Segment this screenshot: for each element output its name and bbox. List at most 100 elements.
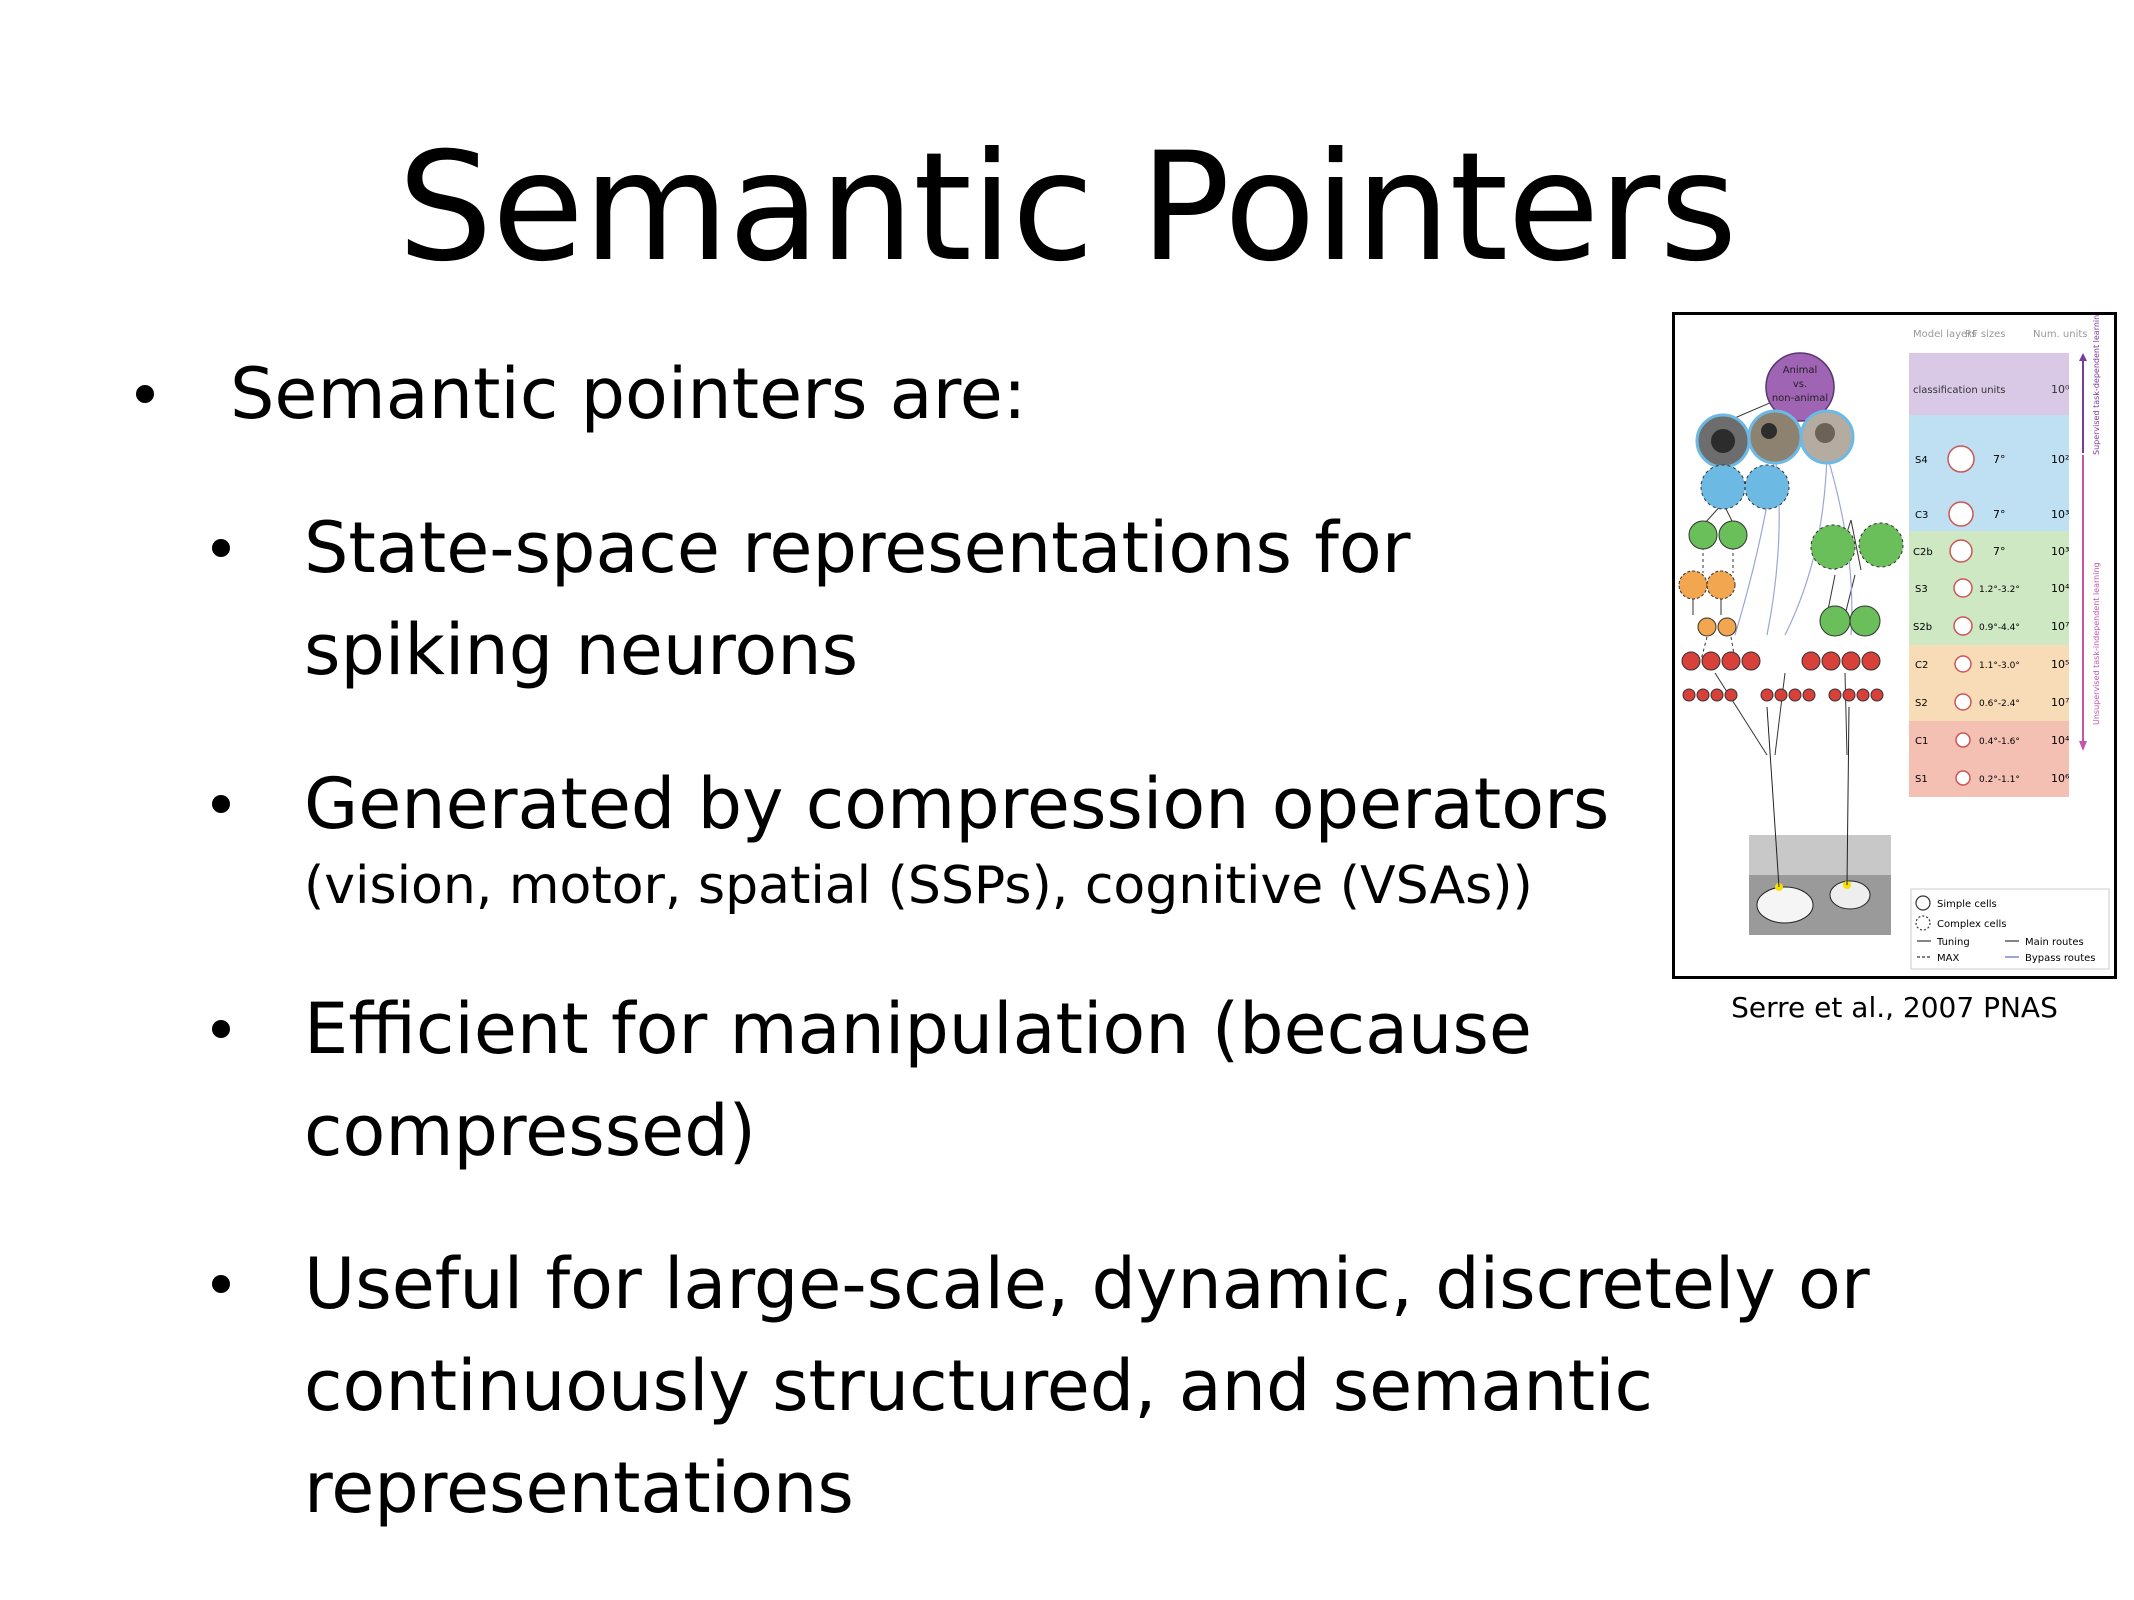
row-s1-num: 10⁶ bbox=[2051, 772, 2070, 785]
row-s1-label: S1 bbox=[1915, 774, 1928, 785]
row-c2b-label: C2b bbox=[1913, 547, 1933, 558]
input-photo-cow bbox=[1756, 886, 1814, 924]
bullet-dot-icon bbox=[212, 539, 230, 557]
unsupervised-label: Unsupervised task-independent learning bbox=[2092, 562, 2101, 725]
row-s2b-rf: 0.9°-4.4° bbox=[1979, 623, 2020, 633]
bullet-dot-icon bbox=[136, 385, 154, 403]
rf-icon bbox=[1947, 445, 1975, 473]
row-s1-rf: 0.2°-1.1° bbox=[1979, 775, 2020, 785]
row-s2-rf: 0.6°-2.4° bbox=[1979, 699, 2020, 709]
row-c2b-rf: 7° bbox=[1993, 545, 2006, 558]
row-c2-bg bbox=[1909, 645, 2069, 683]
unsupervised-arrow-head bbox=[2079, 741, 2087, 751]
s2-node bbox=[1697, 617, 1717, 637]
edge bbox=[1846, 706, 1850, 886]
point-2-line-1: Generated by compression operators bbox=[304, 763, 1610, 845]
point-3-line-1: Efficient for manipulation (because bbox=[304, 988, 1532, 1070]
point-3-line-2: compressed) bbox=[304, 1090, 756, 1172]
s4-node-image-center bbox=[1711, 429, 1735, 453]
point-4-line-2: continuously structured, and semantic bbox=[304, 1345, 1654, 1427]
legend-main: Main routes bbox=[2025, 937, 2084, 948]
s4-node-image-detail bbox=[1815, 423, 1835, 443]
bullet-point-4: Useful for large-scale, dynamic, discret… bbox=[212, 1233, 1870, 1539]
row-s2b-num: 10⁷ bbox=[2051, 620, 2069, 633]
s1-nodes bbox=[1682, 688, 1884, 702]
row-c1-label: C1 bbox=[1915, 736, 1928, 747]
s1-node bbox=[1842, 688, 1856, 702]
point-1-line-1: State-space representations for bbox=[304, 507, 1411, 589]
figure-caption: Serre et al., 2007 PNAS bbox=[1731, 991, 2058, 1024]
s3-node bbox=[1688, 520, 1718, 550]
rf-icon bbox=[1953, 616, 1973, 636]
c1-node bbox=[1801, 651, 1821, 671]
s1-node bbox=[1710, 688, 1724, 702]
s1-node bbox=[1724, 688, 1738, 702]
edge bbox=[1700, 636, 1708, 661]
row-s2b-bg bbox=[1909, 607, 2069, 645]
c2b-node bbox=[1858, 522, 1904, 568]
bullet-point-3: Efficient for manipulation (because comp… bbox=[212, 978, 1532, 1182]
c2-node bbox=[1678, 570, 1708, 600]
c2b-node bbox=[1810, 524, 1856, 570]
s1-node bbox=[1856, 688, 1870, 702]
c1-node bbox=[1861, 651, 1881, 671]
bullet-dot-icon bbox=[212, 1275, 230, 1293]
row-s3-num: 10⁴ bbox=[2051, 582, 2070, 595]
legend-tuning: Tuning bbox=[1936, 937, 1970, 948]
s1-node bbox=[1774, 688, 1788, 702]
hierarchy-model-diagram: Model layers RF sizes Num. units classif… bbox=[1678, 310, 2110, 970]
row-c2-label: C2 bbox=[1915, 660, 1928, 671]
row-s3-rf: 1.2°-3.2° bbox=[1979, 585, 2020, 595]
c1-node bbox=[1721, 651, 1741, 671]
rf-icons bbox=[1947, 445, 1975, 786]
row-c3-num: 10³ bbox=[2051, 508, 2069, 521]
edge bbox=[1850, 519, 1862, 571]
row-c1-rf: 0.4°-1.6° bbox=[1979, 737, 2020, 747]
header-model-layers: Model layers bbox=[1913, 329, 1977, 340]
rf-icon bbox=[1949, 539, 1973, 563]
s1-node bbox=[1870, 688, 1884, 702]
row-s1-bg bbox=[1909, 759, 2069, 797]
top-node bbox=[1765, 352, 1835, 422]
top-node-line-2: vs. bbox=[1793, 379, 1807, 390]
c1-node bbox=[1821, 651, 1841, 671]
row-c3-label: C3 bbox=[1915, 510, 1928, 521]
rf-icon bbox=[1953, 578, 1973, 598]
legend-bypass: Bypass routes bbox=[2025, 953, 2095, 964]
c1-node bbox=[1841, 651, 1861, 671]
input-photo-sky bbox=[1749, 835, 1891, 875]
c2-node bbox=[1706, 570, 1736, 600]
rf-icon bbox=[1955, 770, 1971, 786]
edge bbox=[1774, 672, 1786, 756]
input-photo-cow bbox=[1829, 880, 1871, 910]
hierarchy-model-figure: Model layers RF sizes Num. units classif… bbox=[1672, 310, 2117, 979]
s4-node-image bbox=[1747, 409, 1803, 465]
row-c2-num: 10⁵ bbox=[2051, 658, 2069, 671]
row-s4-label: S4 bbox=[1915, 455, 1928, 466]
row-c3-rf: 7° bbox=[1993, 508, 2006, 521]
row-c1-num: 10⁴ bbox=[2051, 734, 2070, 747]
bullet-point-2: Generated by compression operators (visi… bbox=[212, 753, 1609, 917]
network-diagram: Animal vs. non-animal bbox=[1678, 352, 1904, 935]
s2b-node bbox=[1849, 605, 1881, 637]
top-node-line-3: non-animal bbox=[1772, 393, 1828, 404]
row-classification-bg bbox=[1909, 353, 2069, 415]
rf-icon bbox=[1954, 655, 1972, 673]
legend-max: MAX bbox=[1937, 953, 1959, 964]
legend-box bbox=[1910, 888, 2110, 970]
s3-node bbox=[1718, 520, 1748, 550]
row-s4-num: 10² bbox=[2051, 453, 2069, 466]
s1-node bbox=[1760, 688, 1774, 702]
rf-icon bbox=[1954, 693, 1972, 711]
row-c1-bg bbox=[1909, 721, 2069, 759]
legend-complex: Complex cells bbox=[1937, 919, 2006, 930]
row-s3-bg bbox=[1909, 569, 2069, 607]
edge bbox=[1714, 672, 1768, 756]
supervised-arrow-head bbox=[2079, 353, 2087, 361]
bullet-dot-icon bbox=[212, 795, 230, 813]
c1-node bbox=[1681, 651, 1701, 671]
point-1-line-2: spiking neurons bbox=[304, 609, 859, 691]
header-num-units: Num. units bbox=[2033, 329, 2088, 340]
s1-node bbox=[1682, 688, 1696, 702]
layer-table: classification units 10⁰ S4 7° 10² C3 7°… bbox=[1909, 353, 2070, 797]
